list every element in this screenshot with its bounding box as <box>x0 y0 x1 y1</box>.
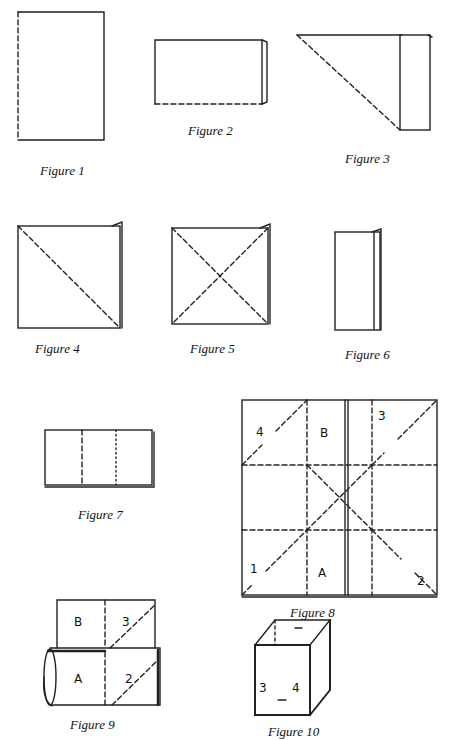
figure-caption: Figure 10 <box>268 725 319 738</box>
figure-6-strip <box>335 229 381 330</box>
panel-number: 1 <box>250 563 258 575</box>
figure-1-sheet <box>18 12 104 140</box>
figure-7-strip <box>45 430 154 487</box>
panel-number: 4 <box>256 426 264 438</box>
panel-number: 3 <box>259 682 267 694</box>
panel-letter: A <box>74 673 82 685</box>
figure-5-square <box>172 224 270 324</box>
figure-caption: Figure 7 <box>78 508 123 521</box>
figure-caption: Figure 1 <box>40 164 85 177</box>
panel-number: 3 <box>122 616 130 628</box>
panel-number: 4 <box>292 682 300 694</box>
figure-caption: Figure 2 <box>188 124 233 137</box>
panel-number: 3 <box>378 410 386 422</box>
figure-caption: Figure 8 <box>290 606 335 619</box>
figure-4-square <box>18 222 122 328</box>
figure-caption: Figure 6 <box>345 348 390 361</box>
figure-caption: Figure 3 <box>345 152 390 165</box>
panel-letter: B <box>74 616 82 628</box>
panel-number: 2 <box>125 673 133 685</box>
figure-caption: Figure 5 <box>190 342 235 355</box>
panel-letter: A <box>318 567 326 579</box>
figure-caption: Figure 9 <box>70 718 115 731</box>
figure-2-folded-sheet <box>155 40 267 104</box>
figure-3-triangle-fold <box>297 35 432 130</box>
figure-9-partly-folded <box>44 600 160 706</box>
figure-8-crease-pattern <box>242 400 437 597</box>
figure-caption: Figure 4 <box>35 342 80 355</box>
panel-number: 2 <box>417 575 425 587</box>
figure-10-box <box>255 620 330 715</box>
panel-letter: B <box>320 427 328 439</box>
